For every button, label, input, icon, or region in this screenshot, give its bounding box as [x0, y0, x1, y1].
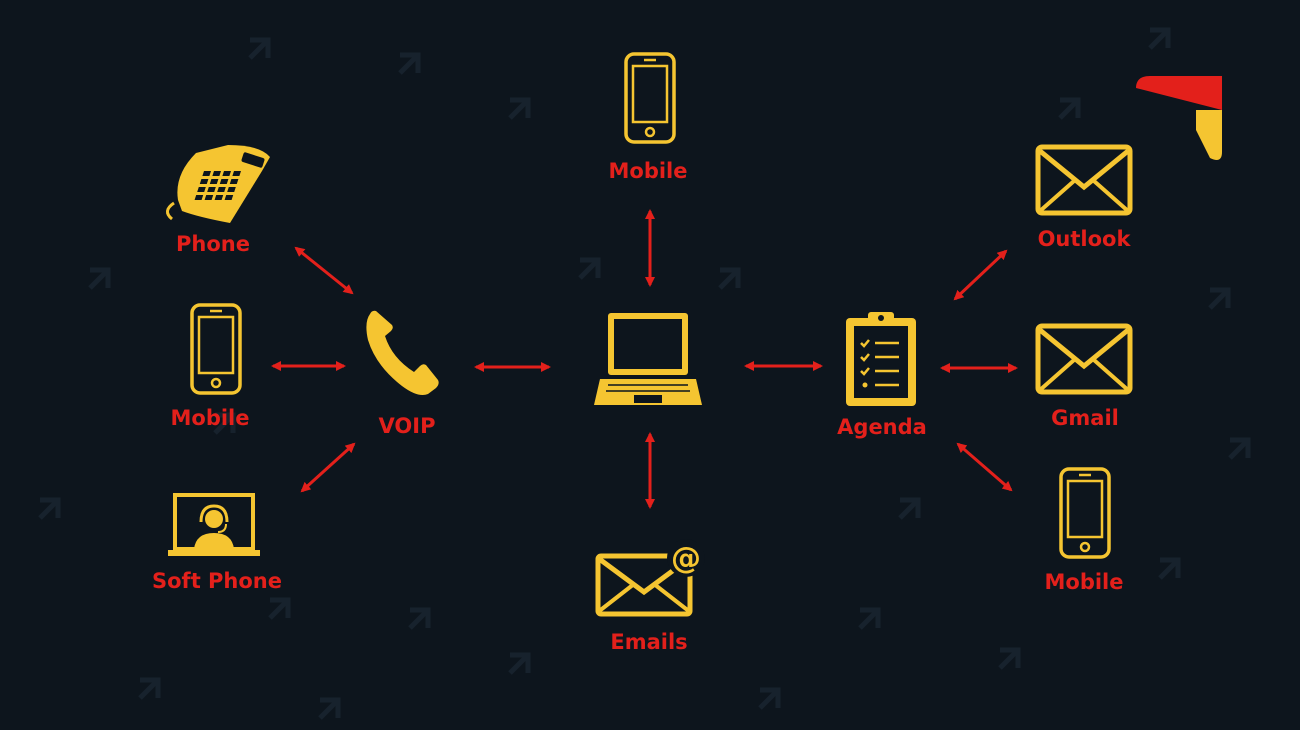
- arrow-soft-phone-voip: [300, 442, 356, 493]
- bg-arrow-glyph: [508, 97, 531, 120]
- label-outlook: Outlook: [1037, 227, 1131, 251]
- label-soft-phone: Soft Phone: [152, 569, 282, 593]
- bg-arrow-glyph: [408, 607, 431, 630]
- label-gmail: Gmail: [1051, 406, 1119, 430]
- arrow-phone-voip: [294, 246, 354, 295]
- bg-arrow-glyph: [578, 257, 601, 280]
- bg-arrow-glyph: [1228, 437, 1251, 460]
- laptop-icon: [594, 313, 702, 405]
- arrow-agenda-mobile-right: [956, 442, 1013, 492]
- bg-arrow-glyph: [88, 267, 111, 290]
- envelope-icon: [1035, 323, 1133, 395]
- label-voip: VOIP: [378, 414, 436, 438]
- bg-arrow-glyph: [858, 607, 881, 630]
- bg-arrow-glyph: [248, 37, 271, 60]
- bg-arrow-glyph: [998, 647, 1021, 670]
- clipboard-checklist-icon: [846, 312, 916, 406]
- arrows-layer: [271, 209, 1018, 509]
- headset-operator-icon: [168, 493, 260, 556]
- label-mobile-left: Mobile: [170, 406, 250, 430]
- bg-arrow-glyph: [758, 687, 781, 710]
- bg-arrow-glyph: [1058, 97, 1081, 120]
- bg-arrow-glyph: [1158, 557, 1181, 580]
- label-agenda: Agenda: [837, 415, 927, 439]
- smartphone-icon: [1059, 467, 1111, 559]
- bg-arrow-glyph: [268, 597, 291, 620]
- arrow-agenda-outlook: [953, 249, 1008, 301]
- envelope-icon: [1035, 144, 1133, 216]
- smartphone-icon: [624, 52, 676, 144]
- label-phone: Phone: [176, 232, 250, 256]
- svg-text:@: @: [671, 541, 701, 576]
- bg-arrow-glyph: [508, 652, 531, 675]
- bg-arrow-glyph: [38, 497, 61, 520]
- bg-arrow-glyph: [213, 412, 236, 435]
- bg-arrow-glyph: [138, 677, 161, 700]
- bg-arrow-glyph: [718, 267, 741, 290]
- bg-arrow-glyph: [318, 697, 341, 720]
- handset-icon: [366, 310, 439, 395]
- label-mobile-right: Mobile: [1044, 570, 1124, 594]
- bg-arrow-glyph: [1148, 27, 1171, 50]
- bg-arrow-glyph: [398, 52, 421, 75]
- email-at-icon: @: [595, 539, 705, 617]
- desk-phone-icon: [166, 145, 270, 223]
- label-mobile-top: Mobile: [608, 159, 688, 183]
- smartphone-icon: [190, 303, 242, 395]
- label-emails: Emails: [610, 630, 688, 654]
- bg-arrow-glyph: [1208, 287, 1231, 310]
- bg-arrow-glyph: [898, 497, 921, 520]
- brand-logo-icon: [1136, 76, 1222, 160]
